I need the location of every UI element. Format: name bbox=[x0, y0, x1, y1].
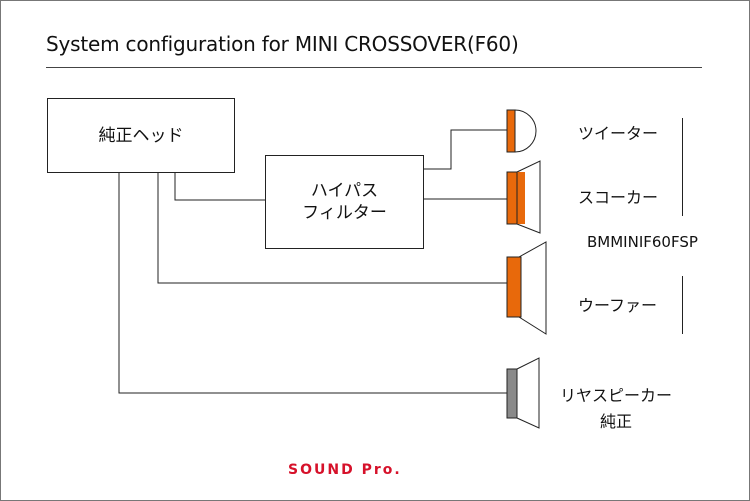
wire-head-to-rear bbox=[118, 172, 507, 394]
rear-speaker-label: リヤスピーカー bbox=[560, 386, 673, 405]
product-bracket-bottom bbox=[682, 276, 683, 334]
sound-pro-logo: SOUND Pro. bbox=[288, 462, 402, 478]
product-code: BMMINIF60FSP bbox=[587, 233, 698, 251]
rear-speaker-note: 純正 bbox=[600, 412, 633, 431]
product-bracket-top bbox=[682, 118, 683, 216]
wire-hpf-to-tweeter bbox=[423, 129, 507, 170]
tweeter-label: ツイーター bbox=[578, 124, 659, 143]
wire-head-to-hpf bbox=[174, 172, 265, 201]
rear-speaker-icon bbox=[506, 357, 540, 429]
squawker-label: スコーカー bbox=[578, 188, 659, 207]
page-title: System configuration for MINI CROSSOVER(… bbox=[46, 32, 519, 56]
squawker-icon bbox=[506, 160, 541, 234]
hpf-label-line1: ハイパス bbox=[310, 181, 379, 201]
woofer-icon bbox=[506, 241, 547, 335]
wire-head-to-woofer bbox=[157, 172, 507, 284]
head-unit-box: 純正ヘッド bbox=[47, 98, 235, 173]
tweeter-icon bbox=[506, 109, 537, 153]
title-divider bbox=[46, 67, 702, 68]
woofer-label: ウーファー bbox=[578, 296, 658, 315]
head-unit-label: 純正ヘッド bbox=[98, 125, 184, 146]
high-pass-filter-box: ハイパス フィルター bbox=[265, 155, 424, 249]
hpf-label-line2: フィルター bbox=[302, 203, 387, 223]
